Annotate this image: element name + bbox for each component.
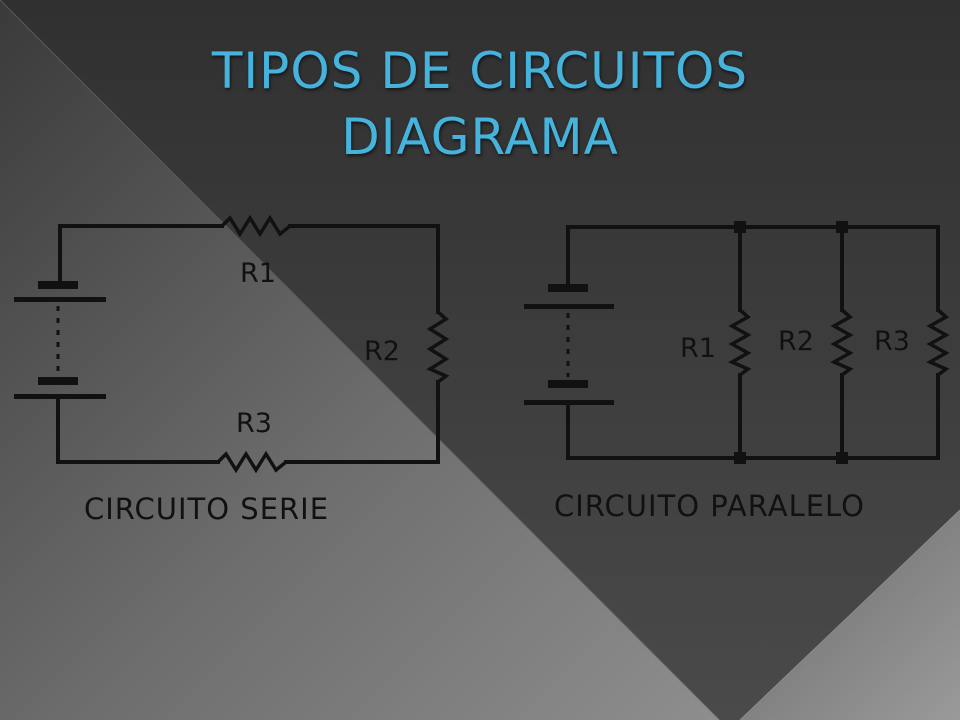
parallel-junction-top-2	[836, 221, 848, 233]
background-diagonal-line	[0, 0, 721, 720]
parallel-resistor-r3	[926, 308, 950, 377]
series-label-r3: R3	[236, 408, 272, 439]
series-battery-plate-2	[14, 297, 106, 302]
parallel-circuit-caption: CIRCUITO PARALELO	[554, 489, 865, 523]
parallel-label-r1: R1	[680, 333, 716, 364]
parallel-junction-bottom-2	[836, 452, 848, 464]
series-label-r1: R1	[240, 258, 276, 289]
parallel-battery-plate-4	[524, 400, 614, 405]
series-circuit: R1 R2 R3 CIRCUITO SERIE	[14, 214, 450, 526]
parallel-label-r3: R3	[874, 326, 910, 357]
parallel-junction-top-1	[734, 221, 746, 233]
parallel-resistor-r2	[830, 308, 854, 377]
series-label-r2: R2	[364, 336, 400, 367]
series-wire-top-right	[288, 224, 440, 314]
slide-title-line-1: TIPOS DE CIRCUITOS	[211, 42, 749, 100]
parallel-resistor-r1	[728, 308, 752, 377]
parallel-circuit: R1 R2 R3 CIRCUITO PA	[524, 221, 950, 523]
series-battery-symbol	[14, 281, 106, 399]
parallel-wire-bottom	[566, 400, 940, 460]
parallel-label-r2: R2	[778, 326, 814, 357]
parallel-junction-bottom-1	[734, 452, 746, 464]
parallel-battery-plate-1	[548, 284, 588, 292]
slide-title-line-2: DIAGRAMA	[341, 108, 619, 166]
series-battery-plate-3	[38, 377, 78, 385]
parallel-battery-symbol	[524, 284, 614, 405]
series-wire-top-left	[58, 224, 224, 287]
series-battery-plate-1	[38, 281, 78, 289]
series-wire-bottom-right	[284, 380, 440, 464]
series-circuit-caption: CIRCUITO SERIE	[84, 492, 329, 526]
background-corner-line	[739, 509, 960, 720]
series-resistor-r3	[216, 450, 288, 474]
series-resistor-r1	[220, 214, 292, 238]
series-wire-bottom-left	[56, 396, 220, 464]
parallel-battery-plate-3	[548, 380, 588, 388]
series-battery-plate-4	[14, 394, 106, 399]
parallel-wire-top	[566, 225, 940, 290]
parallel-battery-plate-2	[524, 304, 614, 309]
series-resistor-r2	[426, 310, 450, 384]
